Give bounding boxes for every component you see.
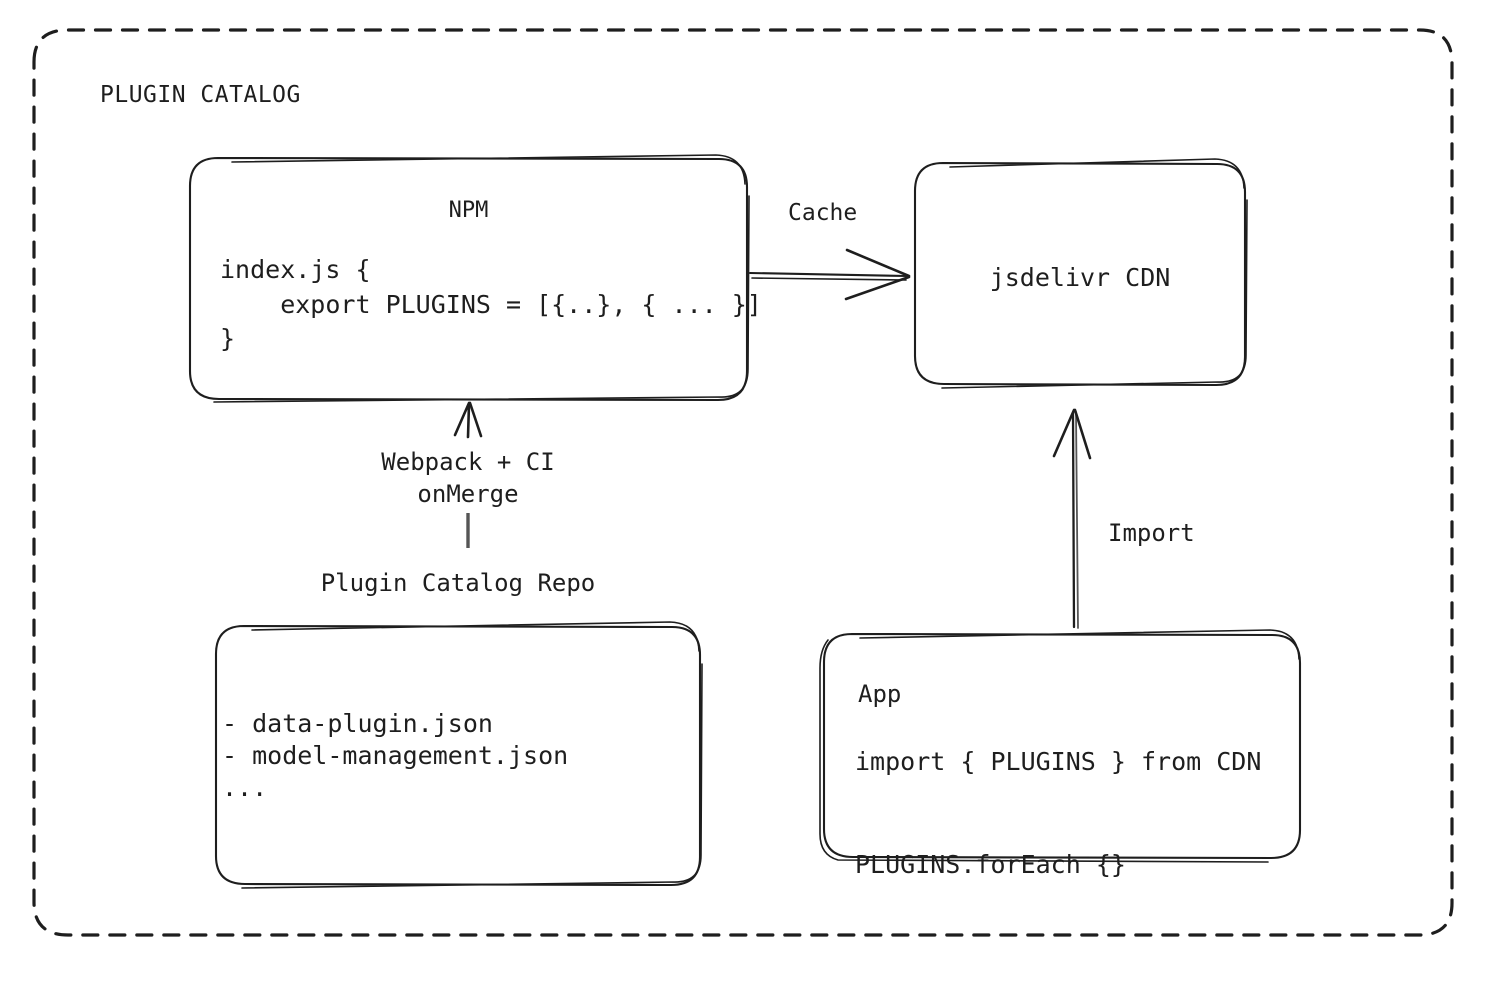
- import-arrow: [1052, 408, 1092, 629]
- cdn-box: [913, 158, 1248, 389]
- build-edge-label: Webpack + CI onMerge: [381, 448, 555, 509]
- npm-node-title: NPM: [448, 198, 489, 223]
- build-arrow: [453, 401, 483, 548]
- app-node-code: import { PLUGINS } from CDN PLUGINS.forE…: [855, 747, 1262, 879]
- import-edge-label: Import: [1108, 519, 1195, 547]
- app-node-title: App: [858, 680, 902, 708]
- npm-node-code: index.js { export PLUGINS = [{..}, { ...…: [220, 255, 762, 353]
- repo-box: [214, 621, 703, 889]
- group-title: PLUGIN CATALOG: [100, 82, 301, 108]
- cache-edge-label: Cache: [788, 200, 858, 226]
- app-box: [819, 629, 1302, 863]
- repo-node-files: - data-plugin.json - model-management.js…: [222, 709, 569, 802]
- cdn-node-title: jsdelivr CDN: [989, 263, 1171, 292]
- repo-node-caption: Plugin Catalog Repo: [320, 569, 596, 597]
- npm-box: [188, 154, 750, 403]
- plugin-catalog-group-border: [32, 28, 1454, 937]
- cache-arrow: [748, 248, 911, 301]
